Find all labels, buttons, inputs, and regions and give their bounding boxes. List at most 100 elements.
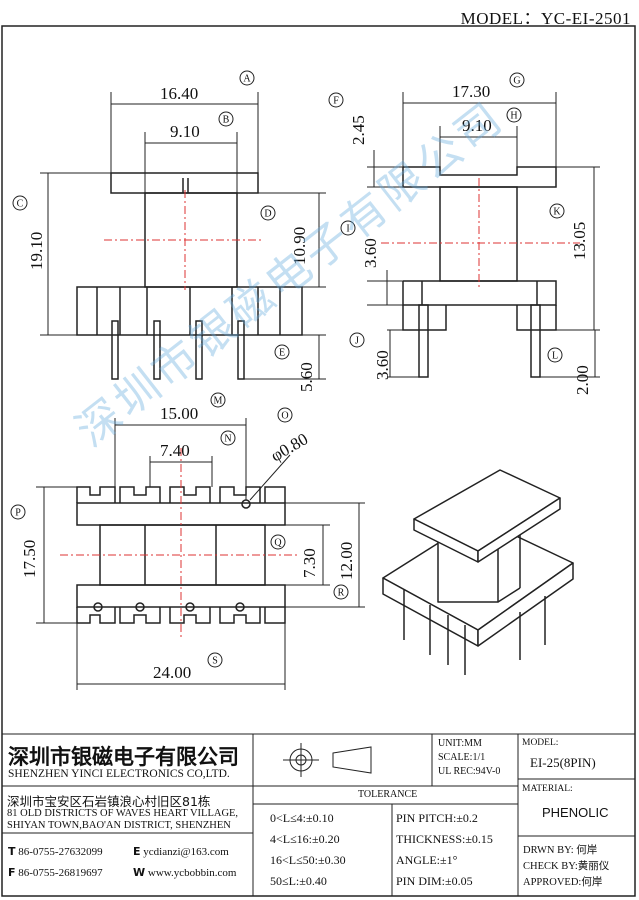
svg-text:K: K (553, 207, 561, 218)
svg-text:G: G (513, 76, 520, 87)
dim-M: 15.00 (160, 404, 198, 423)
spec-scale: SCALE:1/1 (438, 752, 486, 763)
dim-O: φ0.80 (268, 429, 312, 465)
isometric-view (382, 469, 574, 675)
front-view (76, 172, 303, 380)
svg-text:Q: Q (274, 538, 282, 549)
tolerance-left-row: 0<L≤4:±0.10 (270, 811, 334, 825)
callout-k: K (549, 203, 565, 219)
dim-K: 13.05 (570, 222, 589, 260)
svg-text:C: C (17, 199, 24, 210)
svg-text:I: I (346, 224, 349, 235)
tolerance-left-row: 50≤L:±0.40 (270, 874, 327, 888)
front-view-dimension-lines (40, 92, 326, 380)
callout-s: S (207, 652, 223, 668)
side-view-centerlines (381, 178, 580, 290)
dim-J: 3.60 (373, 350, 392, 380)
check-by: CHECK BY:黄丽仪 (523, 861, 610, 872)
fax-value: 86-0755-26819697 (18, 867, 103, 879)
spec-ul: UL REC:94V-0 (438, 766, 501, 777)
approved-by: APPROVED:何岸 (523, 877, 603, 888)
svg-text:N: N (224, 434, 231, 445)
bottom-view-centerlines (60, 448, 300, 640)
front-view-centerlines (104, 190, 264, 290)
bottom-view (76, 486, 286, 624)
tolerance-left-row: 4<L≤16:±0.20 (270, 832, 340, 846)
callout-r: R (333, 584, 349, 600)
svg-text:F: F (333, 96, 339, 107)
callout-c: C (12, 195, 28, 211)
svg-text:D: D (264, 209, 271, 220)
dim-D: 10.90 (290, 227, 309, 265)
callout-n: N (220, 430, 236, 446)
dim-P: 17.50 (20, 540, 39, 578)
address-en-2: SHIYAN TOWN,BAO'AN DISTRICT, SHENZHEN (7, 820, 231, 831)
email-label: E (133, 845, 141, 858)
fax-label: F (8, 866, 16, 879)
dim-H: 9.10 (462, 116, 492, 135)
tolerance-right-row: PIN DIM:±0.05 (396, 874, 473, 888)
drawn-by: DRWN BY: 何岸 (523, 845, 598, 856)
dim-N: 7.40 (160, 441, 190, 460)
callout-a: A (239, 70, 255, 86)
svg-text:H: H (510, 111, 517, 122)
tolerance-left-row: 16<L≤50:±0.30 (270, 853, 346, 867)
dim-I: 3.60 (361, 238, 380, 268)
callout-e: E (274, 344, 290, 360)
dimension-labels: 16.40 9.10 19.10 10.90 5.60 2.45 17.30 9… (20, 82, 592, 682)
dim-F: 2.45 (349, 115, 368, 145)
dim-C: 19.10 (27, 232, 46, 270)
callout-b: B (218, 111, 234, 127)
material-value: PHENOLIC (542, 805, 609, 820)
callout-o: O (277, 407, 293, 423)
svg-text:R: R (338, 588, 345, 599)
callout-f: F (328, 92, 344, 108)
dim-L: 2.00 (573, 365, 592, 395)
model-value: EI-25(8PIN) (530, 755, 596, 770)
callout-d: D (260, 205, 276, 221)
bottom-view-dimension-lines (36, 418, 365, 690)
callout-i: I (340, 220, 356, 236)
dim-S: 24.00 (153, 663, 191, 682)
dim-Q: 7.30 (300, 548, 319, 578)
address-cn: 深圳市宝安区石岩镇浪心村旧区81栋 (7, 794, 211, 809)
tolerance-right-row: THICKNESS:±0.15 (396, 832, 493, 846)
tolerance-title: TOLERANCE (358, 789, 418, 800)
email-value: ycdianzi@163.com (143, 846, 229, 858)
callout-q: Q (270, 534, 286, 550)
tel-label: T (8, 845, 16, 858)
callout-p: P (10, 504, 26, 520)
model-label: MODEL: (522, 738, 559, 748)
callout-markers: A B C D E F G H I J K L M N O P Q R S (10, 70, 565, 668)
tolerance-right-row: PIN PITCH:±0.2 (396, 811, 478, 825)
web-label: W (133, 866, 146, 879)
material-label: MATERIAL: (522, 784, 573, 794)
svg-text:A: A (243, 74, 251, 85)
title-block (2, 733, 635, 896)
svg-text:S: S (212, 656, 218, 667)
callout-l: L (547, 347, 563, 363)
svg-text:B: B (223, 115, 230, 126)
drawing-border (1, 25, 636, 897)
svg-text:O: O (281, 411, 288, 422)
side-view-dimension-lines (367, 92, 600, 378)
callout-g: G (509, 72, 525, 88)
svg-text:J: J (355, 336, 359, 347)
dim-B: 9.10 (170, 122, 200, 141)
projection-symbol (283, 743, 372, 777)
svg-text:M: M (214, 396, 223, 407)
callout-j: J (349, 332, 365, 348)
company-name-cn: 深圳市银磁电子有限公司 (8, 745, 239, 769)
tolerance-right-row: ANGLE:±1° (396, 853, 458, 867)
address-en-1: 81 OLD DISTRICTS OF WAVES HEART VILLAGE, (7, 808, 239, 819)
spec-unit: UNIT:MM (438, 738, 482, 749)
tel-value: 86-0755-27632099 (18, 846, 103, 858)
company-name-en: SHENZHEN YINCI ELECTRONICS CO,LTD. (8, 768, 230, 780)
svg-text:E: E (279, 348, 285, 359)
dim-G: 17.30 (452, 82, 490, 101)
web-value: www.ycbobbin.com (147, 867, 237, 879)
dim-A: 16.40 (160, 84, 198, 103)
dim-E: 5.60 (297, 362, 316, 392)
dim-R: 12.00 (337, 542, 356, 580)
